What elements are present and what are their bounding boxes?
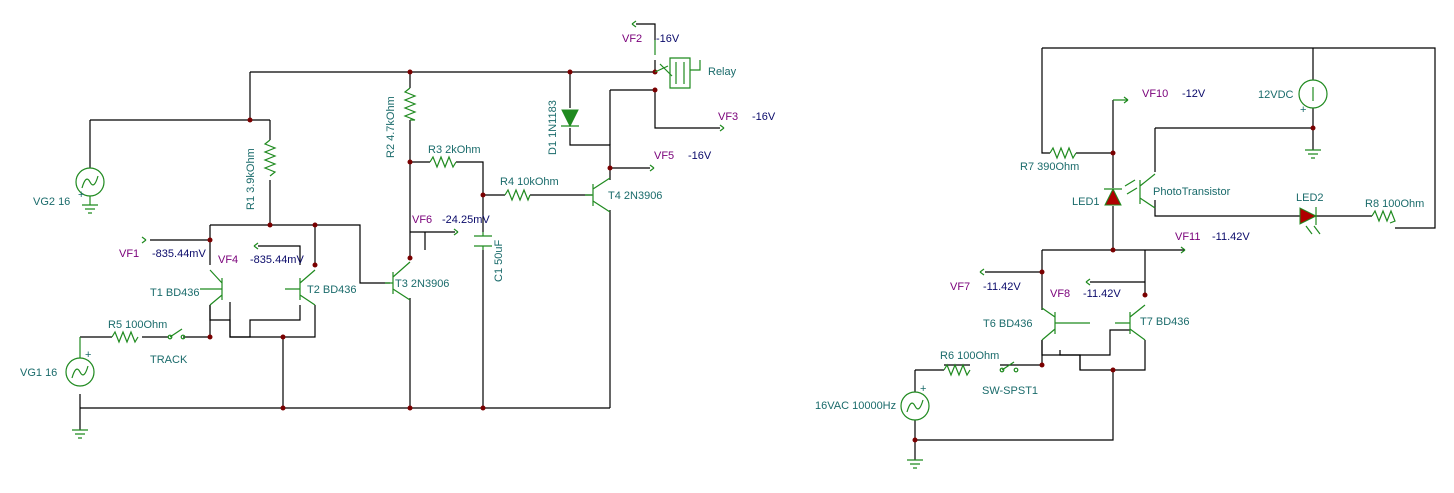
t6-transistor [1041, 307, 1090, 341]
r4-resistor [504, 188, 531, 202]
t7-label: T7 BD436 [1140, 316, 1190, 328]
r7-label: R7 390Ohm [1020, 161, 1079, 173]
led1 [1104, 179, 1138, 206]
r3-label: R3 2kOhm [428, 144, 481, 156]
vf1-value: -835.44mV [152, 248, 206, 260]
vac-source: + [900, 383, 930, 469]
track-switch [167, 328, 186, 340]
c1-label: C1 50uF [493, 240, 505, 282]
r2-label: R2 4.7kOhm [385, 96, 397, 158]
vf3-probe: VF3 [718, 111, 738, 123]
t7-transistor [1115, 304, 1146, 341]
vac-label: 16VAC 10000Hz [815, 400, 896, 412]
vf3-value: -16V [752, 111, 776, 123]
photo-label: PhotoTransistor [1153, 186, 1231, 198]
vf4-probe: VF4 [218, 254, 238, 266]
t4-label: T4 2N3906 [608, 190, 662, 202]
vg2-label: VG2 16 [33, 196, 70, 208]
svg-text:+: + [1300, 104, 1306, 116]
r5-label: R5 100Ohm [108, 319, 167, 331]
vdc-source: + [1298, 79, 1328, 159]
vf5-value: -16V [688, 150, 712, 162]
r1-label: R1 3.9kOhm [245, 148, 257, 210]
r8-label: R8 100Ohm [1365, 198, 1424, 210]
sw-label: SW-SPST1 [982, 385, 1038, 397]
track-label: TRACK [150, 354, 188, 366]
vf11-value: -11.42V [1212, 231, 1250, 243]
vf7-value: -11.42V [983, 281, 1021, 293]
svg-text:+: + [78, 189, 84, 201]
vg1-label: VG1 16 [20, 367, 57, 379]
t2-label: T2 BD436 [307, 284, 357, 296]
vf10-value: -12V [1182, 88, 1206, 100]
vf8-value: -11.42V [1083, 288, 1121, 300]
vf7-probe: VF7 [950, 281, 970, 293]
vf5-probe: VF5 [654, 150, 674, 162]
r3-resistor [429, 155, 457, 169]
vf2-value: -16V [656, 33, 680, 45]
t3-transistor [385, 261, 411, 301]
c1-capacitor [474, 232, 492, 250]
vf8-probe: VF8 [1050, 288, 1070, 300]
led1-label: LED1 [1072, 196, 1100, 208]
t2-transistor [285, 269, 316, 306]
r8-resistor [1371, 209, 1396, 224]
vg2-source: + [75, 167, 105, 214]
svg-text:+: + [920, 383, 926, 395]
relay-label: Relay [708, 66, 737, 78]
vf6-value: -24.25mV [442, 214, 490, 226]
r4-label: R4 10kOhm [500, 176, 559, 188]
vf11-probe: VF11 [1175, 231, 1200, 243]
vf4-value: -835.44mV [250, 254, 304, 266]
vf1-probe: VF1 [119, 248, 139, 260]
r5-resistor [111, 330, 139, 344]
t3-label: T3 2N3906 [395, 278, 449, 290]
r6-resistor [943, 363, 971, 377]
t6-label: T6 BD436 [983, 318, 1033, 330]
r2-resistor [403, 87, 417, 121]
vf10-probe: VF10 [1142, 88, 1168, 100]
t1-label: T1 BD436 [150, 287, 200, 299]
right-circuit: + 12VDC + 16VAC 10000Hz R7 390Ohm R8 100… [815, 47, 1436, 469]
t4-transistor [585, 177, 611, 213]
r1-resistor [263, 139, 277, 177]
vf6-probe: VF6 [412, 214, 432, 226]
d1-label: D1 1N1183 [547, 100, 559, 155]
vf2-probe: VF2 [622, 33, 642, 45]
r6-label: R6 100Ohm [940, 350, 999, 362]
vg1-source: + [65, 337, 95, 439]
vdc-label: 12VDC [1258, 89, 1294, 101]
t1-transistor [200, 269, 223, 306]
led2-label: LED2 [1296, 192, 1324, 204]
sw-spst-switch [999, 361, 1019, 373]
left-circuit: + VG2 16 + VG1 16 R1 3.9kOhm R2 4.7kOhm … [20, 20, 776, 439]
phototransistor [1139, 173, 1156, 209]
r7-resistor [1049, 146, 1077, 160]
d1-diode [561, 109, 579, 128]
relay [654, 40, 701, 89]
svg-text:+: + [85, 349, 91, 361]
led2 [1299, 207, 1321, 235]
